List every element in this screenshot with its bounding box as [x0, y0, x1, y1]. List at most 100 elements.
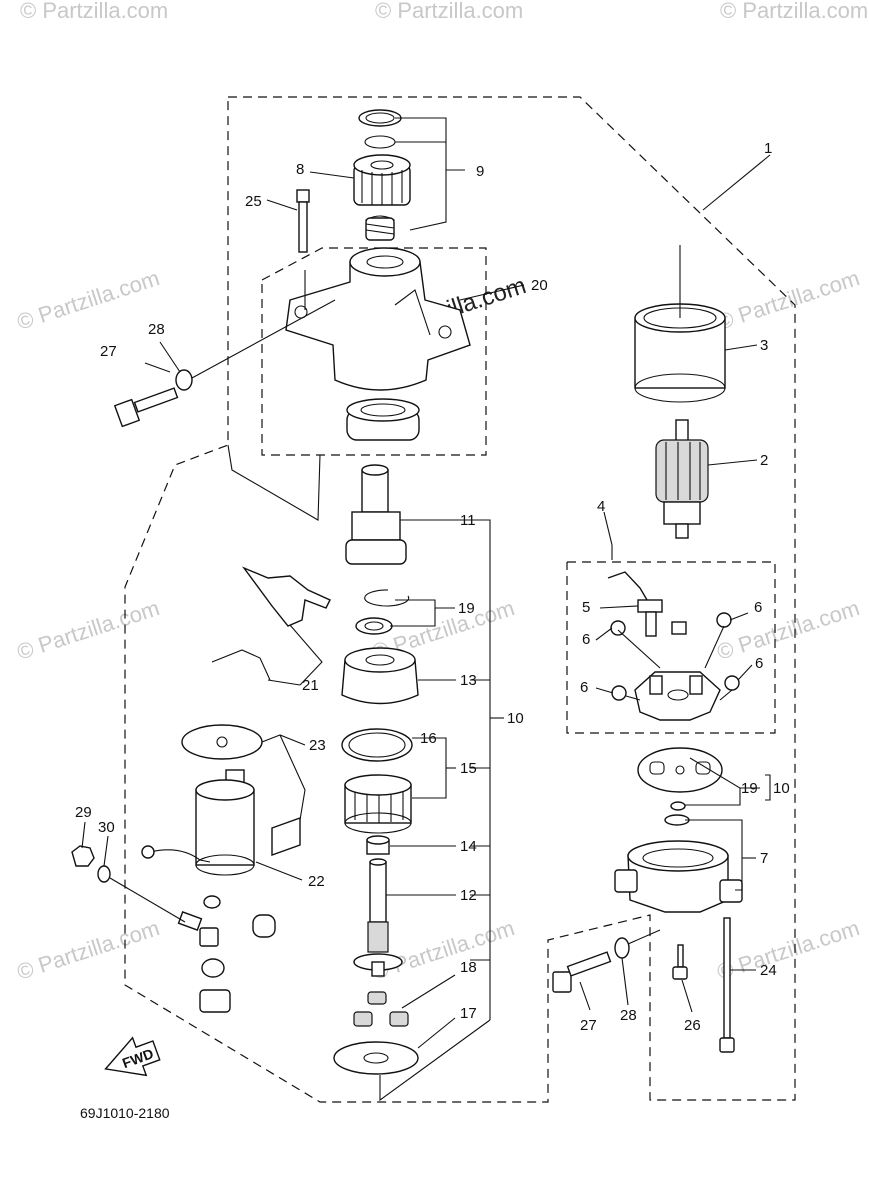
shaft-spline: [361, 469, 389, 513]
pinion-gear: [353, 154, 411, 206]
terminal-washer: [203, 895, 221, 909]
leader-line: [595, 627, 613, 641]
rear-plate-slot: [695, 761, 711, 775]
bolt-head: [296, 189, 310, 203]
leader-line: [627, 929, 661, 945]
washer-28-left: [175, 369, 193, 391]
leader-line: [144, 362, 171, 373]
planet-gears-18: [353, 991, 409, 1027]
leader-line: [704, 625, 725, 669]
washer-30: [97, 865, 111, 883]
shaft-top: [369, 858, 387, 866]
part-label-2: 2: [760, 452, 768, 469]
stopper-ring-inner: [365, 112, 395, 124]
leader-line: [417, 1017, 456, 1049]
front-bracket-bore: [366, 255, 404, 269]
fwd-arrow-icon: FWD: [104, 1036, 161, 1077]
watermark-text: © Partzilla.com: [14, 915, 163, 985]
solenoid-plate-hole: [216, 736, 228, 748]
solenoid-bottom: [195, 854, 255, 876]
leader-line: [595, 687, 614, 694]
part-label-5: 5: [582, 599, 590, 616]
part-label-11: 11: [460, 512, 476, 529]
solenoid-top: [195, 779, 255, 801]
through-bolt-head: [719, 1037, 735, 1053]
leader-line: [191, 299, 336, 379]
leader-lines: [81, 117, 771, 1102]
oil-seal-bore: [360, 403, 406, 417]
starter-motor-assembly-boundary: [124, 96, 796, 1103]
screw-26: [672, 944, 688, 980]
part-label-16: 16: [420, 730, 437, 747]
leader-line: [395, 599, 455, 609]
shaft-12: [353, 858, 403, 977]
watermark-text: © Partzilla.com: [714, 595, 863, 665]
solenoid-boot: [271, 817, 301, 856]
leader-line: [685, 757, 741, 806]
center-bracket-bore: [365, 654, 395, 666]
part-label-6d: 6: [580, 679, 588, 696]
brush-holder-plate: [634, 671, 721, 721]
pinion-spring-body: [365, 217, 395, 241]
rear-plate: [637, 747, 723, 793]
part-label-1: 1: [764, 140, 772, 157]
leader-line: [459, 284, 525, 301]
leader-line: [765, 774, 771, 801]
leader-line: [579, 981, 591, 1011]
bushing-14: [366, 835, 390, 855]
leader-line: [103, 835, 109, 867]
rear-plate-hole: [675, 765, 685, 775]
leader-line: [309, 171, 355, 179]
pinion-gear-bore: [370, 160, 394, 170]
part-labels: 1 2 3 4 5 6 6 6 6 7 8 9 10 10 11 12 13 1…: [75, 140, 790, 1034]
leader-line: [685, 819, 743, 891]
brush-holder-nut-6c: [611, 685, 627, 701]
spring-coil: [365, 229, 395, 235]
brush-lead: [607, 571, 651, 606]
screw-shank: [677, 944, 684, 968]
lever-21: [211, 566, 331, 681]
oil-seal: [346, 398, 420, 441]
armature-shaft-bottom: [675, 523, 689, 539]
diagram-code: 69J1010-2180: [80, 1105, 170, 1121]
rear-plate-slot: [649, 761, 665, 775]
planet-gear: [353, 1011, 373, 1027]
part-label-25: 25: [245, 193, 262, 210]
rear-cover: [614, 814, 743, 913]
leader-line: [379, 1019, 491, 1102]
bolt-shank: [566, 951, 612, 977]
part-label-27a: 27: [100, 343, 117, 360]
part-label-24: 24: [760, 962, 777, 979]
washer-19: [355, 617, 393, 635]
lever-spring: [211, 649, 271, 681]
watermark-text: © Partzilla.com: [20, 0, 168, 23]
fwd-arrow-shape: [104, 1036, 161, 1077]
assembly-boundaries: [124, 96, 796, 1103]
leader-line: [456, 519, 491, 1020]
leader-line: [702, 154, 771, 211]
leader-line: [729, 612, 749, 621]
part-label-10b: 10: [773, 780, 790, 797]
watermark-text: © Partzilla.com: [14, 265, 163, 335]
bolt-head: [113, 398, 141, 428]
spring-coil: [365, 223, 395, 229]
part-label-29: 29: [75, 804, 92, 821]
part-label-15: 15: [460, 760, 477, 777]
leader-line: [719, 689, 733, 701]
gasket-16: [341, 728, 413, 762]
leader-line: [395, 117, 447, 170]
part-label-18: 18: [460, 959, 477, 976]
screw-head: [672, 966, 688, 980]
part-label-3: 3: [760, 337, 768, 354]
part-label-10a: 10: [507, 710, 524, 727]
gasket-outer: [341, 728, 413, 762]
front-bracket-nose: [349, 247, 421, 277]
planet-gear: [367, 991, 387, 1005]
center-bracket-13: [341, 647, 419, 705]
part-label-23: 23: [309, 737, 326, 754]
armature-shaft-top: [675, 419, 689, 443]
oil-seal-top: [346, 398, 420, 422]
solenoid-22: [141, 769, 255, 876]
